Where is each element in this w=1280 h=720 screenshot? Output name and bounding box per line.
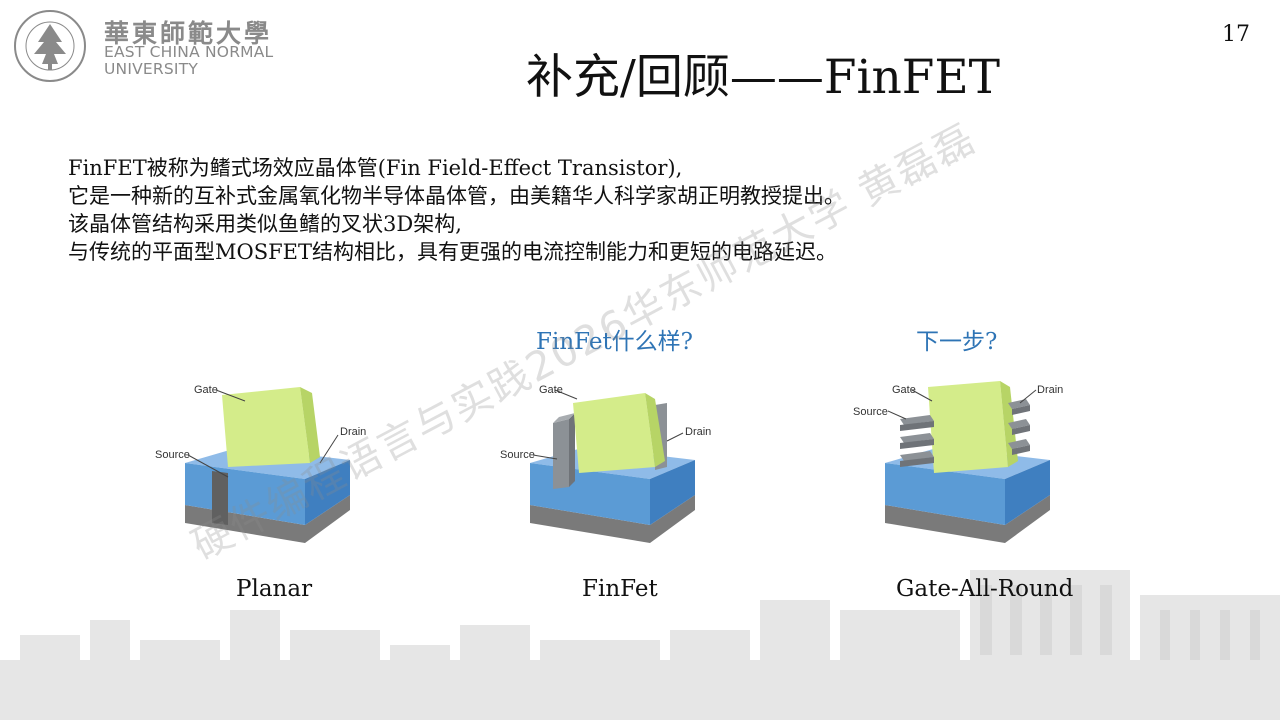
logo-english-line1: EAST CHINA NORMAL [104, 43, 274, 61]
university-logo: 華東師範大學 EAST CHINA NORMAL UNIVERSITY [6, 6, 306, 86]
body-line: 它是一种新的互补式金属氧化物半导体晶体管，由美籍华人科学家胡正明教授提出。 [68, 184, 845, 208]
label-planar: Planar [236, 576, 313, 602]
body-line: 与传统的平面型MOSFET结构相比，具有更强的电流控制能力和更短的电路延迟。 [68, 240, 838, 264]
label-finfet: FinFet [582, 576, 658, 602]
gaa-drain-label: Drain [1037, 384, 1063, 396]
label-gate-all-round: Gate-All-Round [896, 576, 1074, 602]
body-paragraph: FinFET被称为鳍式场效应晶体管(Fin Field-Effect Trans… [68, 154, 845, 266]
planar-source-label: Source [155, 449, 190, 461]
planar-drain-label: Drain [340, 426, 366, 438]
finfet-drain-label: Drain [685, 426, 711, 438]
caption-next-step: 下一步? [916, 329, 998, 355]
logo-chinese-name: 華東師範大學 [104, 19, 273, 48]
university-seal-icon [14, 10, 86, 82]
gaa-gate-label: Gate [892, 384, 916, 396]
finfet-transistor-diagram: Gate Source Drain [500, 384, 711, 543]
caption-finfet-question: FinFet什么样? [536, 329, 694, 355]
gate-all-round-transistor-diagram: Gate Source Drain [853, 381, 1063, 543]
finfet-source-label: Source [500, 449, 535, 461]
page-number: 17 [1222, 22, 1250, 47]
campus-skyline-background [0, 570, 1280, 720]
slide-title: 补充/回顾——FinFET [526, 50, 1001, 105]
logo-english-name: EAST CHINA NORMAL UNIVERSITY [104, 44, 273, 78]
finfet-gate-label: Gate [539, 384, 563, 396]
planar-gate-label: Gate [194, 384, 218, 396]
body-line: 该晶体管结构采用类似鱼鳍的叉状3D架构, [68, 212, 462, 236]
planar-transistor-diagram: Gate Source Drain [155, 384, 366, 543]
body-line: FinFET被称为鳍式场效应晶体管(Fin Field-Effect Trans… [68, 156, 683, 180]
gaa-source-label: Source [853, 406, 888, 418]
logo-english-line2: UNIVERSITY [104, 60, 199, 78]
